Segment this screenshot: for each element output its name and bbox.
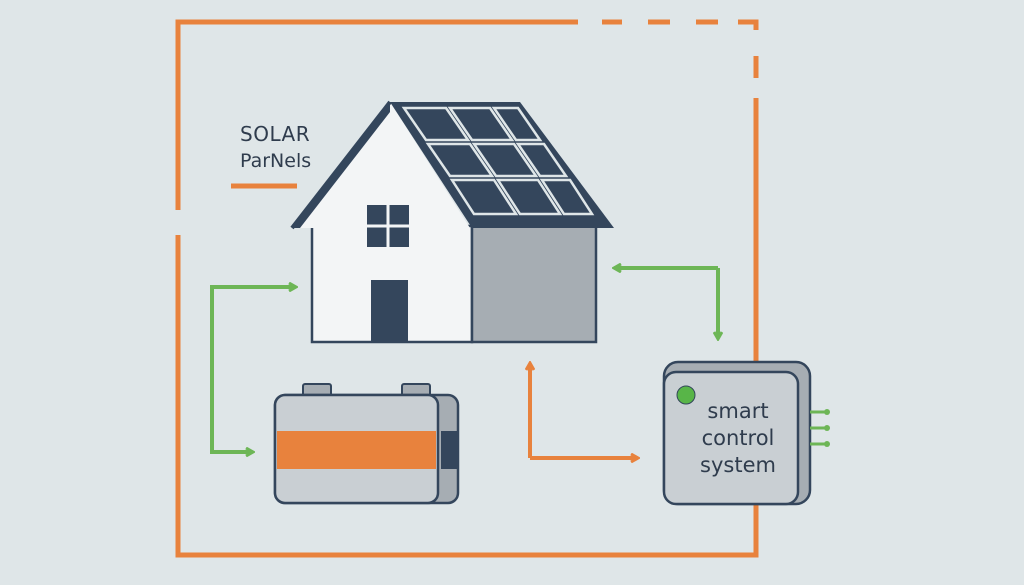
solar-panel-icon: [401, 106, 595, 216]
control-label-line3: system: [700, 453, 776, 477]
solar-label-line2: ParNels: [240, 150, 312, 172]
status-led-icon: [676, 385, 696, 405]
battery-icon: [273, 383, 460, 505]
outer-frame: [175, 19, 759, 558]
solar-label-line1: SOLAR: [240, 122, 311, 146]
green-connectors: [210, 268, 718, 452]
control-label-line1: smart: [707, 399, 769, 423]
control-label-line2: control: [701, 426, 775, 450]
control-box-icon: [662, 360, 830, 506]
orange-connectors: [530, 364, 637, 458]
control-system-label: smart control system: [672, 398, 804, 479]
